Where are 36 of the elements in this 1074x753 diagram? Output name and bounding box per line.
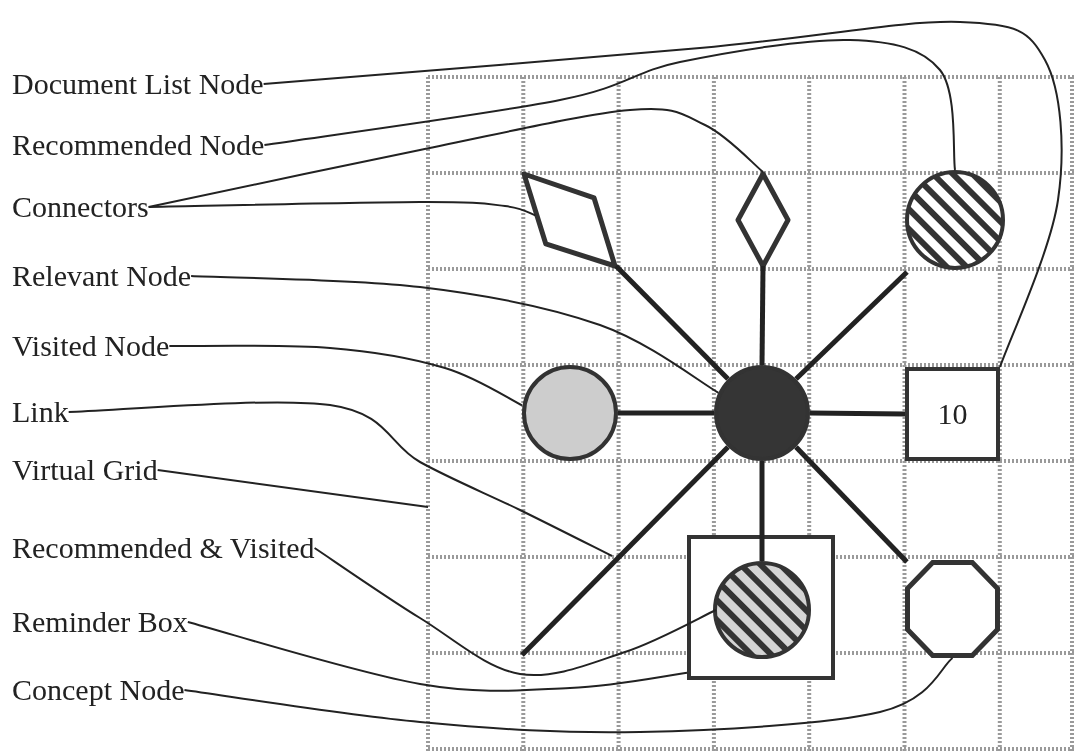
leader-line bbox=[67, 401, 613, 557]
leader-line bbox=[190, 275, 720, 394]
leader-label: Relevant Node bbox=[12, 261, 192, 291]
link-line bbox=[809, 410, 906, 417]
hatched-circle-node bbox=[905, 170, 1005, 270]
link-line bbox=[794, 445, 909, 564]
leader-line bbox=[263, 38, 956, 171]
reminder-box bbox=[687, 535, 835, 680]
leader-line bbox=[186, 621, 688, 692]
link-line bbox=[614, 264, 730, 381]
virtual-grid bbox=[428, 77, 1074, 753]
leader-line bbox=[156, 469, 429, 508]
leader-line bbox=[168, 344, 523, 407]
leader-label: Recommended Node bbox=[12, 130, 265, 160]
link-line bbox=[759, 461, 765, 561]
link-line bbox=[618, 410, 714, 416]
leader-label: Concept Node bbox=[12, 675, 185, 705]
leader-label: Visited Node bbox=[12, 331, 170, 361]
leader-label: Virtual Grid bbox=[12, 455, 158, 485]
leader-label: Reminder Box bbox=[12, 607, 188, 637]
leader-label: Document List Node bbox=[12, 69, 264, 99]
filled-circle-node bbox=[714, 365, 810, 461]
link-line bbox=[759, 266, 766, 366]
hatched-circle-node bbox=[713, 561, 811, 659]
leader-label: Connectors bbox=[12, 192, 149, 222]
octagon-node bbox=[905, 560, 1000, 658]
diamond-node bbox=[736, 172, 790, 268]
link-line bbox=[794, 270, 909, 381]
diamond-node bbox=[522, 172, 617, 268]
leader-label: Link bbox=[12, 397, 69, 427]
link-line bbox=[520, 445, 730, 657]
stippled-circle-node bbox=[522, 365, 618, 461]
leader-line bbox=[183, 657, 954, 734]
leader-line bbox=[262, 20, 1063, 368]
leader-label: Recommended & Visited bbox=[12, 533, 315, 563]
count-box: 10 bbox=[905, 367, 1000, 461]
